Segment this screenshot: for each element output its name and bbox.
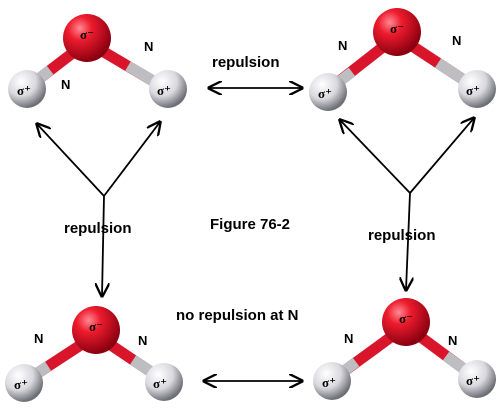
hydrogen-atom-right: [458, 70, 496, 108]
oxygen-atom: [63, 14, 111, 62]
molecule-bottom-left: σ⁻ σ⁺ σ⁺ N N: [5, 306, 183, 402]
hydrogen-atom-right: [145, 363, 183, 401]
repulsion-arrow-right-up-left: [340, 120, 411, 194]
hydrogen-charge-left: σ⁺: [17, 83, 31, 98]
nitrogen-label-left: N: [61, 77, 70, 92]
repulsion-arrow-left-up-left: [37, 124, 105, 197]
molecule-bottom-right: σ⁻ σ⁺ σ⁺ N N: [313, 298, 496, 400]
hydrogen-charge-left: σ⁺: [14, 377, 28, 392]
hydrogen-atom-left: [5, 364, 43, 402]
nitrogen-label-right: N: [452, 33, 461, 48]
hydrogen-charge-right: σ⁺: [153, 376, 167, 391]
hydrogen-charge-left: σ⁺: [318, 86, 332, 101]
figure-caption: Figure 76-2: [210, 216, 290, 233]
nitrogen-label-right: N: [448, 333, 457, 348]
repulsion-arrow-right-down: [406, 192, 410, 290]
hydrogen-atom-left: [313, 362, 351, 400]
oxygen-charge: σ⁻: [399, 311, 413, 326]
hydrogen-charge-right: σ⁺: [466, 83, 480, 98]
oxygen-charge: σ⁻: [89, 319, 103, 334]
oxygen-charge: σ⁻: [390, 21, 404, 36]
oxygen-atom: [373, 8, 421, 56]
repulsion-label-left: repulsion: [64, 220, 132, 237]
repulsion-arrow-right-up-right: [409, 118, 474, 194]
repulsion-label-top: repulsion: [212, 54, 280, 71]
nitrogen-label-left: N: [338, 38, 347, 53]
nitrogen-label-right: N: [144, 39, 153, 54]
hydrogen-charge-left: σ⁺: [322, 375, 336, 390]
hydrogen-charge-right: σ⁺: [157, 83, 171, 98]
molecule-top-right: σ⁻ σ⁺ σ⁺ N N: [309, 8, 496, 111]
nitrogen-label-right: N: [138, 333, 147, 348]
hydrogen-atom-right: [458, 360, 496, 398]
hydrogen-atom-right: [149, 70, 187, 108]
no-repulsion-label: no repulsion at N: [176, 307, 299, 324]
oxygen-atom: [382, 298, 430, 346]
repulsion-arrow-left-up-right: [103, 122, 160, 197]
nitrogen-label-left: N: [344, 331, 353, 346]
molecule-top-left: σ⁻ σ⁺ σ⁺ N N: [8, 14, 187, 108]
nitrogen-label-left: N: [34, 331, 43, 346]
hydrogen-atom-left: [8, 70, 46, 108]
repulsion-label-right: repulsion: [368, 227, 436, 244]
oxygen-charge: σ⁻: [80, 27, 94, 42]
hydrogen-atom-left: [309, 73, 347, 111]
repulsion-arrow-left-down: [102, 195, 104, 296]
oxygen-atom: [72, 306, 120, 354]
hydrogen-charge-right: σ⁺: [466, 373, 480, 388]
